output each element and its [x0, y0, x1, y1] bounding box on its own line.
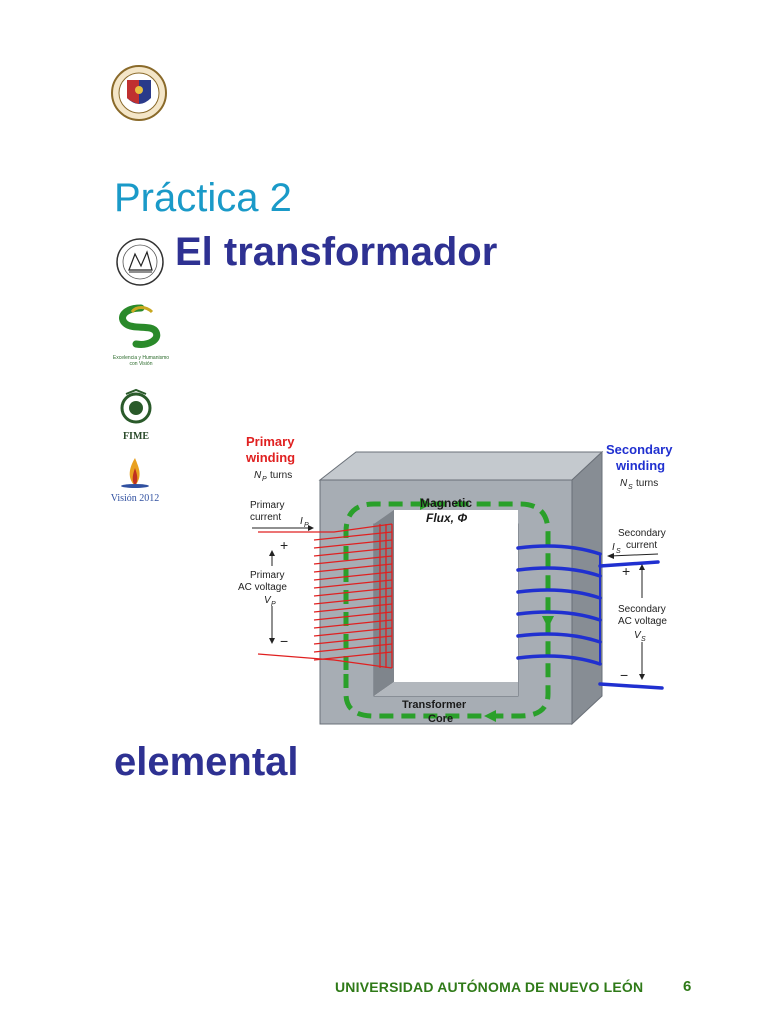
secondary-current-sub: S	[616, 548, 621, 555]
secondary-winding-title-2: winding	[615, 458, 665, 473]
secondary-current-arrow	[609, 553, 659, 557]
secondary-minus-sign: −	[620, 667, 628, 683]
title-elemental: elemental	[114, 740, 299, 784]
secondary-voltage-arrowhead-up	[639, 564, 645, 570]
primary-current-label-2: current	[250, 512, 281, 523]
secondary-winding-coil	[516, 544, 664, 690]
footer-page-number: 6	[683, 978, 692, 995]
secondary-voltage-arrowhead-down	[639, 674, 645, 680]
primary-voltage-label-2: AC voltage	[238, 582, 287, 593]
magnetic-flux-label-2: Flux, Φ	[426, 511, 467, 525]
primary-current-label-1: Primary	[250, 500, 284, 511]
primary-turns-label: turns	[270, 470, 292, 481]
fime-logo: FIME	[116, 388, 156, 442]
core-label-1: Transformer	[402, 699, 467, 711]
secondary-winding-title-1: Secondary	[606, 442, 673, 457]
flux-arrow-top	[420, 498, 432, 510]
secondary-current-label-2: current	[626, 540, 657, 551]
secondary-voltage-sub: S	[641, 636, 646, 643]
logo3-caption: Excelencia y Humanismo con Visión	[112, 355, 170, 367]
primary-winding-title-1: Primary	[246, 434, 295, 449]
title-practica: Práctica 2	[114, 176, 292, 220]
vision-logo-text: Visión 2012	[110, 493, 160, 504]
primary-current-arrowhead	[308, 525, 314, 531]
fime-logo-text: FIME	[122, 431, 150, 442]
green-s-logo: Excelencia y Humanismo con Visión	[112, 304, 170, 367]
core-label-2: Core	[428, 713, 453, 725]
magnetic-flux-label-1: Magnetic	[420, 496, 472, 510]
transformer-svg: Primary winding N P turns Primary curren…	[238, 434, 676, 726]
secondary-turns-symbol: N	[620, 478, 628, 489]
core-side-face	[571, 450, 603, 726]
primary-voltage-arrowhead-down	[269, 638, 275, 644]
secondary-turns-sub: S	[628, 484, 633, 491]
primary-minus-sign: −	[280, 633, 288, 649]
vision-2012-logo: Visión 2012	[103, 456, 167, 508]
flux-arrow-right	[542, 616, 554, 628]
transformer-diagram: Primary winding N P turns Primary curren…	[234, 432, 694, 737]
primary-voltage-arrowhead-up	[269, 550, 275, 556]
university-seal-logo	[110, 64, 168, 127]
core-window-inner-bottom	[374, 682, 518, 696]
footer-university: UNIVERSIDAD AUTÓNOMA DE NUEVO LEÓN	[335, 979, 644, 995]
primary-turns-sub: P	[262, 476, 267, 483]
magnetic-flux-path	[343, 501, 551, 719]
title-transformador: El transformador	[175, 230, 498, 274]
primary-voltage-symbol: V	[264, 595, 272, 606]
primary-winding-title-2: winding	[245, 450, 295, 465]
secondary-turns-label: turns	[636, 478, 658, 489]
primary-winding-coil	[257, 523, 393, 669]
primary-voltage-label-1: Primary	[250, 570, 284, 581]
secondary-voltage-label-1: Secondary	[618, 604, 666, 615]
secondary-voltage-symbol: V	[634, 630, 642, 641]
primary-voltage-sub: P	[271, 601, 276, 608]
core-top-face	[318, 451, 604, 481]
primary-current-sub: P	[304, 522, 309, 529]
secondary-voltage-label-2: AC voltage	[618, 616, 667, 627]
primary-plus-sign: +	[280, 537, 288, 553]
primary-current-symbol: I	[300, 516, 303, 527]
secondary-plus-sign: +	[622, 563, 630, 579]
secondary-current-symbol: I	[612, 542, 615, 553]
faculty-emblem-logo	[115, 236, 165, 293]
primary-turns-symbol: N	[254, 470, 262, 481]
secondary-current-arrowhead	[607, 553, 614, 559]
secondary-current-label-1: Secondary	[618, 528, 666, 539]
flux-arrow-bottom	[484, 710, 496, 722]
